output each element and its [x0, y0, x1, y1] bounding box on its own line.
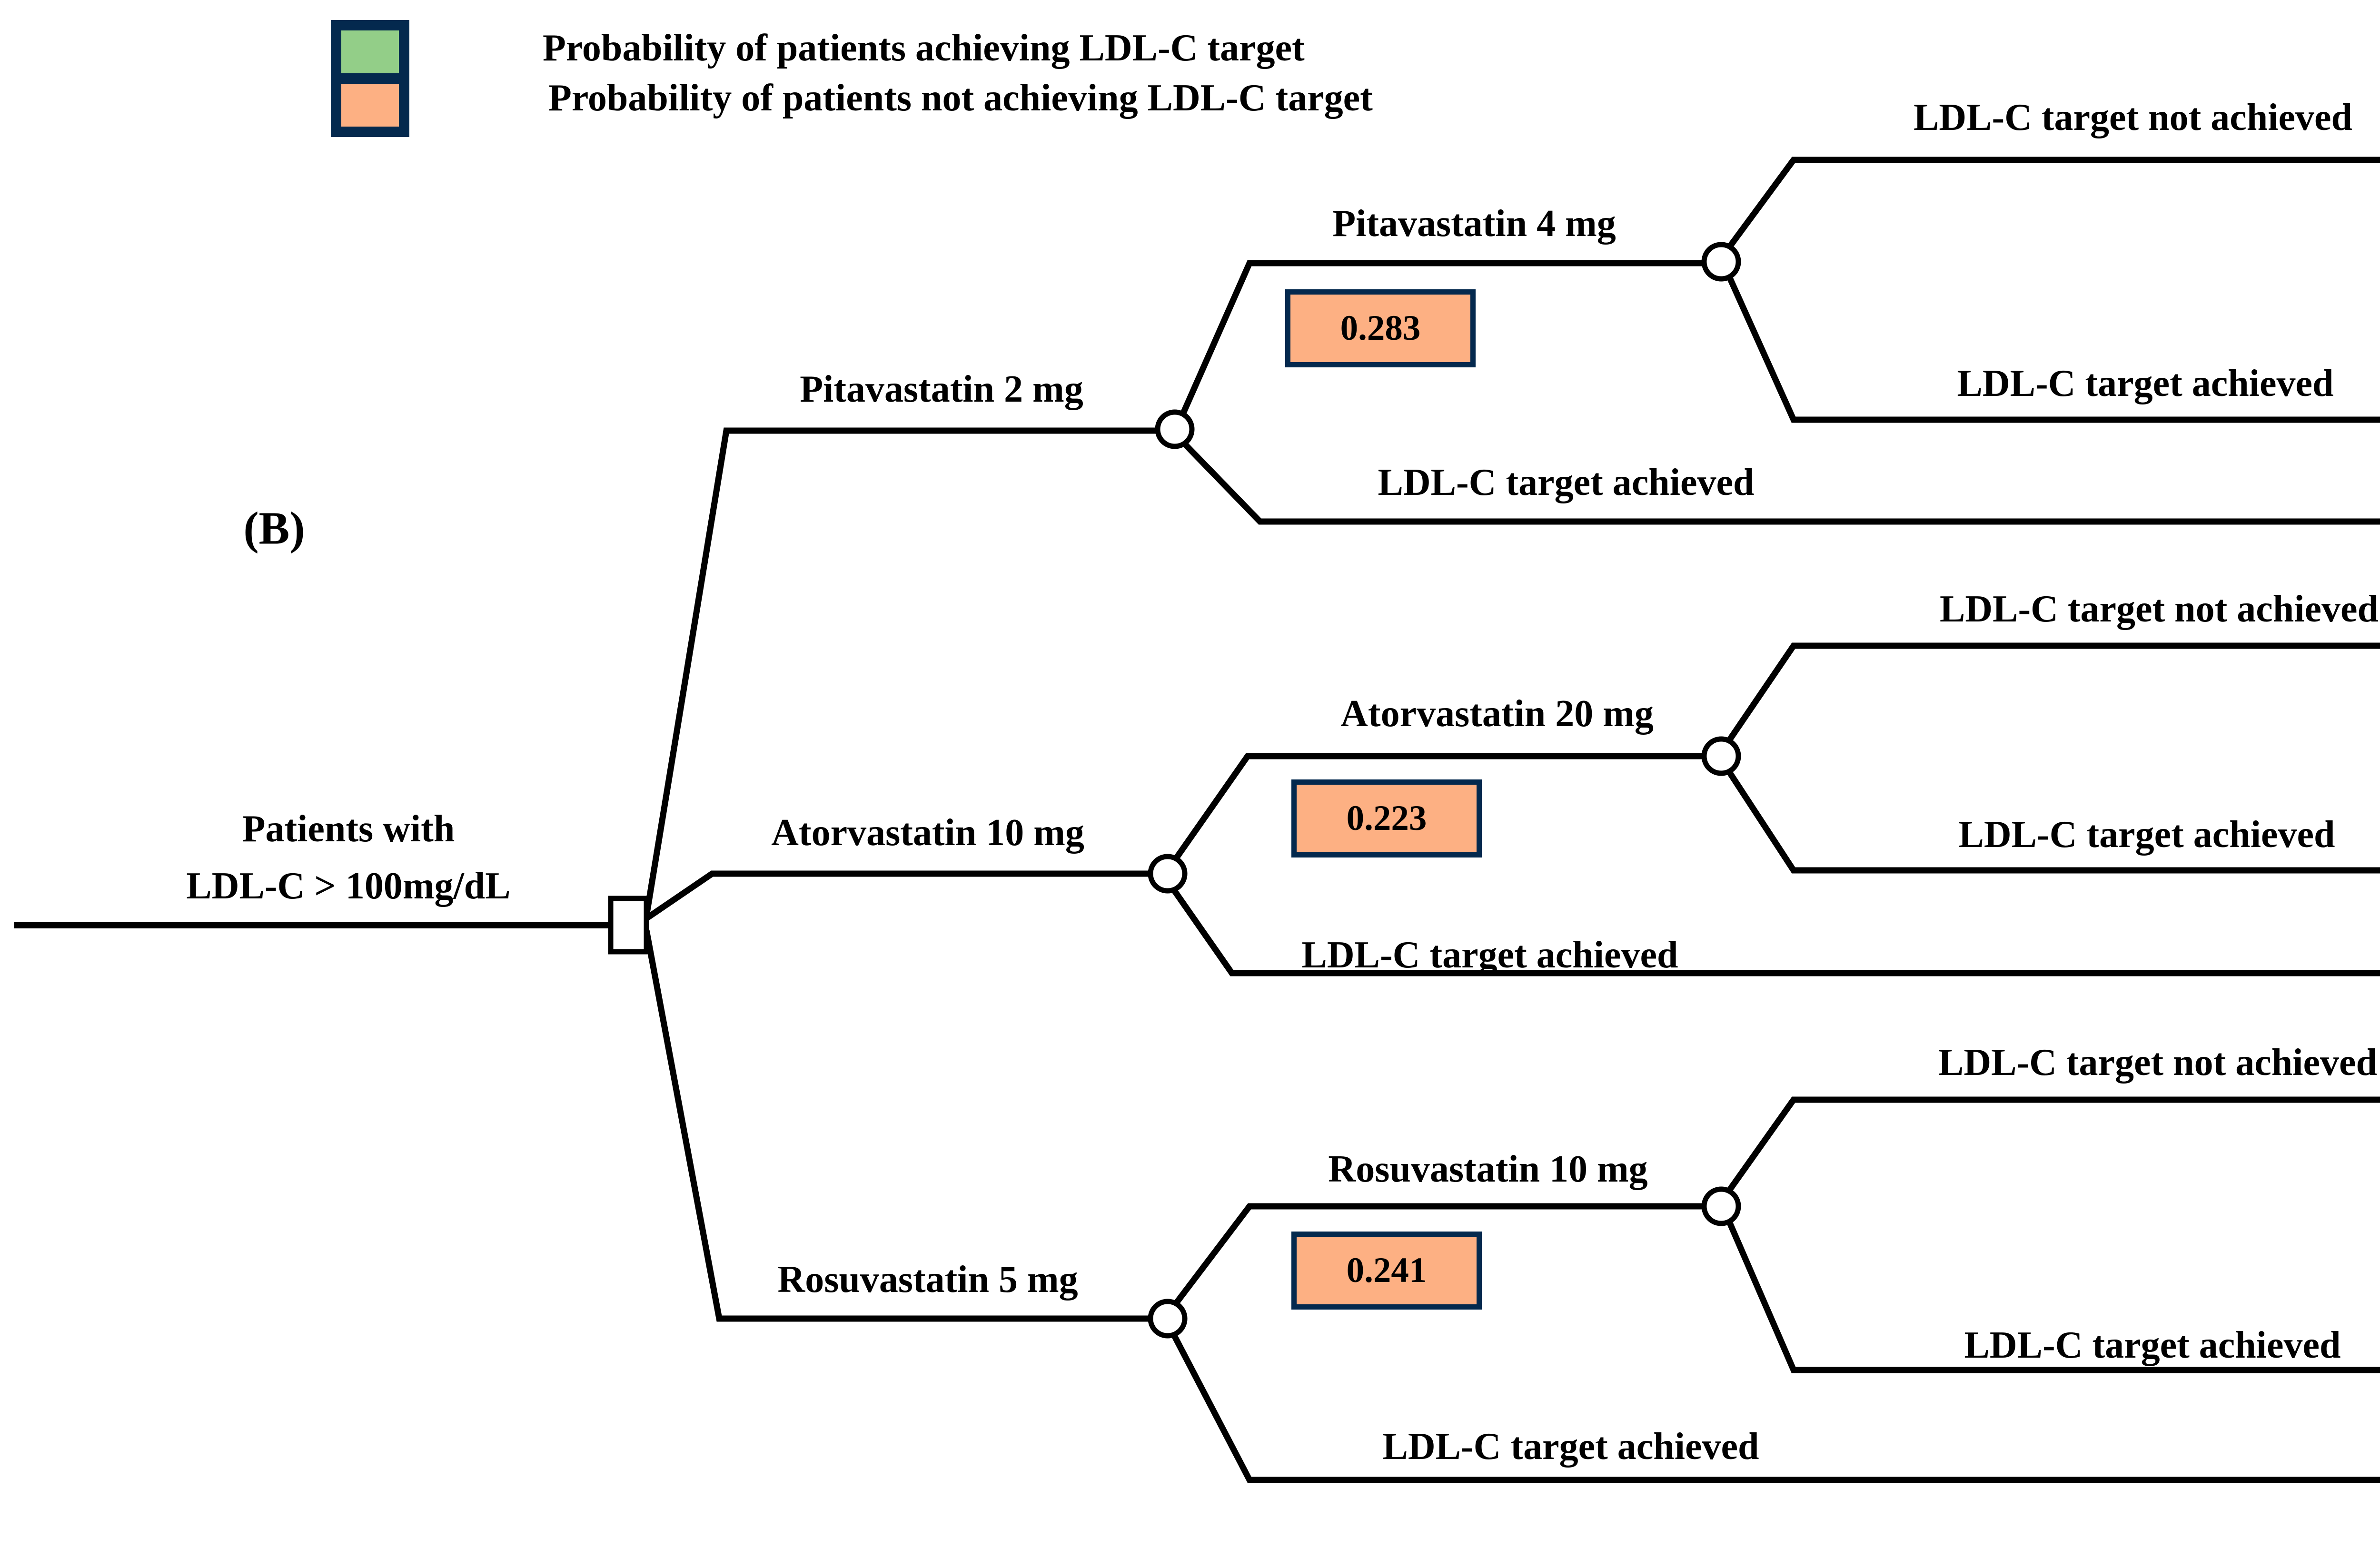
- edge-rosuvastatin-10mg: [1174, 1203, 1704, 1304]
- edge-pitavastatin-4mg-achieved: [1727, 276, 2380, 423]
- probability-box-pitavastatin-uptitration: 0.283: [1285, 289, 1476, 367]
- root-label-line1: Patients with: [242, 808, 455, 850]
- outcome-label-rosu10-achieved: LDL-C target achieved: [1964, 1324, 2341, 1366]
- probability-box-rosuvastatin-uptitration: 0.241: [1291, 1232, 1482, 1310]
- root-label: Patients with LDL-C > 100mg/dL: [186, 800, 510, 915]
- branch-label-pitavastatin-4mg: Pitavastatin 4 mg: [1332, 203, 1616, 245]
- chance-node-rosuvastatin-10mg: [1701, 1186, 1741, 1226]
- root-label-line2: LDL-C > 100mg/dL: [186, 865, 511, 907]
- legend-not-achieved-label: Probability of patients not achieving LD…: [548, 77, 1373, 119]
- edge-atorvastatin-20mg: [1174, 753, 1704, 859]
- edge-pitavastatin-direct-achieved: [1182, 441, 2380, 525]
- branch-label-atorvastatin-20mg: Atorvastatin 20 mg: [1340, 693, 1654, 735]
- edge-atorvastatin-20mg-achieved: [1727, 771, 2380, 874]
- outcome-label-pita2-direct-achieved: LDL-C target achieved: [1378, 462, 1755, 503]
- legend-swatch-divider: [341, 73, 399, 84]
- chance-node-atorvastatin-20mg: [1701, 736, 1741, 776]
- branch-label-atorvastatin-10mg: Atorvastatin 10 mg: [771, 812, 1084, 854]
- legend-not-achieved-swatch: [341, 84, 399, 127]
- legend: [331, 20, 409, 137]
- outcome-label-atorva20-achieved: LDL-C target achieved: [1958, 814, 2335, 856]
- edge-pitavastatin-4mg-not-achieved: [1727, 157, 2380, 248]
- edge-rosuvastatin-direct-achieved: [1171, 1333, 2380, 1483]
- legend-achieved-label: Probability of patients achieving LDL-C …: [543, 27, 1305, 69]
- edge-branch-atorvastatin-10mg: [645, 870, 1150, 921]
- outcome-label-pita4-not-achieved: LDL-C target not achieved: [1913, 97, 2353, 138]
- edge-atorvastatin-20mg-not-achieved: [1727, 642, 2380, 741]
- edge-pitavastatin-4mg: [1180, 260, 1704, 415]
- chance-node-pitavastatin-2mg: [1155, 409, 1195, 449]
- legend-achieved-swatch: [341, 30, 399, 73]
- edge-rosuvastatin-10mg-not-achieved: [1727, 1096, 2380, 1192]
- outcome-label-rosu5-direct-achieved: LDL-C target achieved: [1382, 1426, 1759, 1468]
- branch-label-rosuvastatin-10mg: Rosuvastatin 10 mg: [1328, 1148, 1648, 1190]
- chance-node-rosuvastatin-5mg: [1148, 1299, 1188, 1339]
- chance-node-atorvastatin-10mg: [1148, 854, 1188, 894]
- decision-node-square: [608, 896, 649, 955]
- chance-node-pitavastatin-4mg: [1701, 242, 1741, 282]
- outcome-label-atorva20-not-achieved: LDL-C target not achieved: [1939, 588, 2379, 630]
- branch-label-pitavastatin-2mg: Pitavastatin 2 mg: [800, 368, 1083, 410]
- outcome-label-atorva10-direct-achieved: LDL-C target achieved: [1301, 934, 1678, 976]
- edge-rosuvastatin-10mg-achieved: [1727, 1222, 2380, 1373]
- edge-branch-rosuvastatin-5mg: [643, 929, 1150, 1322]
- figure-label: (B): [243, 503, 305, 554]
- edge-branch-pitavastatin-2mg: [643, 427, 1158, 917]
- outcome-label-pita4-achieved: LDL-C target achieved: [1957, 363, 2334, 404]
- probability-box-atorvastatin-uptitration: 0.223: [1291, 779, 1482, 857]
- edge-atorvastatin-direct-achieved: [1171, 888, 2380, 976]
- branch-label-rosuvastatin-5mg: Rosuvastatin 5 mg: [777, 1259, 1078, 1301]
- outcome-label-rosu10-not-achieved: LDL-C target not achieved: [1938, 1042, 2378, 1084]
